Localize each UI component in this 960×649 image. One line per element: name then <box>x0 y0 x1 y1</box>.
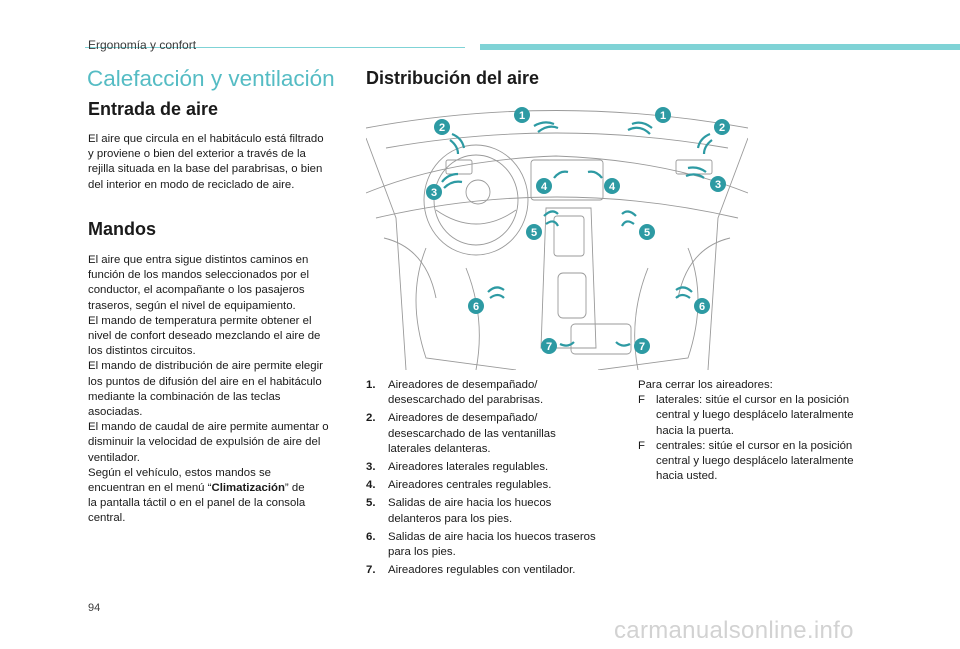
bullet-icon: F <box>638 394 645 407</box>
svg-text:3: 3 <box>431 187 437 199</box>
dashboard-illustration: 1 1 2 2 3 3 4 4 5 5 6 6 7 7 <box>366 107 748 370</box>
distribucion-legend: 1.Aireadores de desempañado/ desescarcha… <box>366 378 616 581</box>
svg-text:4: 4 <box>609 181 616 193</box>
legend-item: 6.Salidas de aire hacia los huecos trase… <box>366 530 596 559</box>
svg-text:6: 6 <box>699 301 705 313</box>
page-number: 94 <box>88 602 101 614</box>
airflow-arrows <box>441 121 713 347</box>
svg-text:4: 4 <box>541 181 548 193</box>
callout-3-left: 3 <box>426 184 442 200</box>
heading-mandos: Mandos <box>88 219 157 239</box>
callout-6-left: 6 <box>468 298 484 314</box>
legend-item: 1.Aireadores de desempañado/ desescarcha… <box>366 379 544 407</box>
heading-distribucion: Distribución del aire <box>366 68 540 88</box>
header-rule <box>85 47 465 48</box>
callout-4-left: 4 <box>536 178 552 194</box>
callout-3-right: 3 <box>710 176 726 192</box>
legend-item: 5.Salidas de aire hacia los huecos delan… <box>366 497 552 525</box>
legend-item: 4.Aireadores centrales regulables. <box>366 479 552 492</box>
svg-text:1: 1 <box>519 110 525 122</box>
legend-item: 3.Aireadores laterales regulables. <box>366 461 549 474</box>
svg-text:7: 7 <box>639 341 645 353</box>
callout-6-right: 6 <box>694 298 710 314</box>
mandos-paragraph: El aire que entra sigue distintos camino… <box>88 253 350 527</box>
mandos-text-before: El aire que entra sigue distintos camino… <box>88 254 329 495</box>
svg-text:3: 3 <box>715 179 721 191</box>
header-accent-bar <box>480 44 960 50</box>
callout-7-left: 7 <box>541 338 557 354</box>
bullet-icon: F <box>638 439 645 452</box>
callout-2-left: 2 <box>434 119 450 135</box>
svg-text:5: 5 <box>644 227 650 239</box>
callout-1-right: 1 <box>655 107 671 123</box>
legend-item: 2.Aireadores de desempañado/ desescarcha… <box>366 412 556 455</box>
svg-text:5: 5 <box>531 227 537 239</box>
callout-2-right: 2 <box>714 119 730 135</box>
heading-entrada: Entrada de aire <box>88 99 219 119</box>
svg-text:1: 1 <box>660 110 666 122</box>
watermark: carmanualsonline.info <box>614 617 854 644</box>
callout-4-right: 4 <box>604 178 620 194</box>
entrada-paragraph: El aire que circula en el habitáculo est… <box>88 133 324 191</box>
svg-text:2: 2 <box>439 122 445 134</box>
callout-5-left: 5 <box>526 224 542 240</box>
mandos-menu-name: Climatización <box>211 482 285 495</box>
callout-1-left: 1 <box>514 107 530 123</box>
page-title: Calefacción y ventilación <box>87 66 335 91</box>
callout-7-right: 7 <box>634 338 650 354</box>
svg-text:2: 2 <box>719 122 725 134</box>
legend-item: 7.Aireadores regulables con ventilador. <box>366 564 576 577</box>
callout-5-right: 5 <box>639 224 655 240</box>
svg-text:7: 7 <box>546 341 552 353</box>
mandos-text-after: ” de la pantalla táctil o en el panel de… <box>88 482 306 525</box>
section-label: Ergonomía y confort <box>88 38 197 52</box>
cerrar-intro: Para cerrar los aireadores: <box>638 379 773 391</box>
svg-text:6: 6 <box>473 301 479 313</box>
